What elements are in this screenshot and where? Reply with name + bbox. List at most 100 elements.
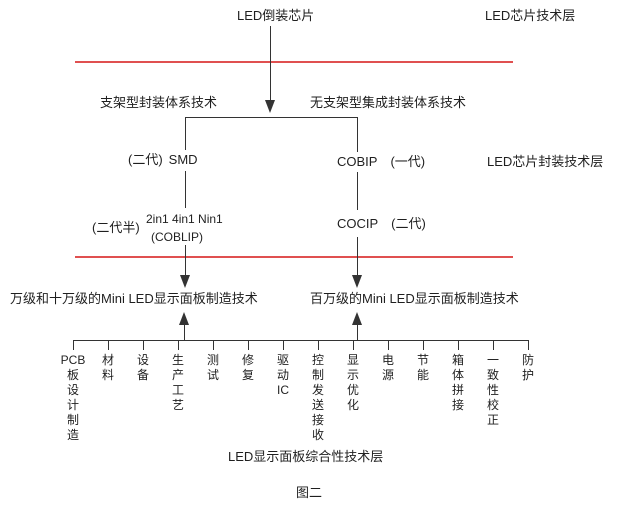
connector-up-right [357, 324, 358, 340]
tech-item-5: 修复 [228, 353, 268, 383]
tech-item-char: 工 [171, 383, 184, 397]
cobip-name-label: COBIP [337, 154, 378, 169]
tech-item-2: 设备 [123, 353, 163, 383]
tech-item-3: 生产工艺 [158, 353, 198, 413]
node-coblip: (COBLIP) [151, 230, 204, 244]
red-separator-line-1 [75, 61, 513, 63]
tech-item-char: 艺 [171, 398, 184, 412]
tech-item-char: 试 [206, 368, 219, 382]
connector-left-branch-2 [185, 171, 186, 208]
node-manufacturing-right: 百万级的Mini LED显示面板制造技术 [310, 291, 519, 306]
cocip-generation-label: (二代) [391, 216, 426, 231]
tech-item-char: 护 [521, 368, 534, 382]
connector-junction-horizontal [185, 117, 358, 118]
tech-item-13: 防护 [508, 353, 548, 383]
connector-left-branch-1 [185, 117, 186, 150]
tech-item-char: 制 [66, 413, 79, 427]
tech-item-char: 板 [66, 368, 79, 382]
down-arrow-icon [352, 275, 362, 288]
node-manufacturing-left: 万级和十万级的Mini LED显示面板制造技术 [10, 291, 258, 306]
tech-item-char: 拼 [451, 383, 464, 397]
tech-item-char: 节 [416, 353, 429, 367]
tech-item-10: 节能 [403, 353, 443, 383]
connector-left-branch-3 [185, 245, 186, 275]
tech-item-char: 电 [381, 353, 394, 367]
connector-right-branch-2 [357, 172, 358, 210]
comb-tick [423, 340, 424, 350]
tech-item-char: 设 [66, 383, 79, 397]
down-arrow-icon [265, 100, 275, 113]
tech-item-char: 驱 [276, 353, 289, 367]
down-arrow-icon [180, 275, 190, 288]
comb-tick [353, 340, 354, 350]
tech-item-char: 接 [311, 413, 324, 427]
tech-item-char: 控 [311, 353, 324, 367]
comb-tick [458, 340, 459, 350]
comb-horizontal-line [73, 340, 528, 341]
tech-item-char: 收 [311, 428, 324, 442]
tech-item-char: 备 [136, 368, 149, 382]
comb-tick [283, 340, 284, 350]
tech-item-12: 一致性校正 [473, 353, 513, 428]
up-arrow-icon [179, 312, 189, 325]
tech-item-4: 测试 [193, 353, 233, 383]
node-cobip: COBIP (一代) [337, 155, 425, 169]
tech-item-char: 发 [311, 383, 324, 397]
comb-tick [528, 340, 529, 350]
tech-item-9: 电源 [368, 353, 408, 383]
comb-tick [178, 340, 179, 350]
node-nin1: 2in1 4in1 Nin1 [146, 212, 223, 226]
tech-item-char: 箱 [451, 353, 464, 367]
comb-tick [73, 340, 74, 350]
tech-item-char: IC [277, 383, 289, 397]
smd-generation-label: (二代) [128, 152, 163, 167]
tech-item-char: 一 [486, 353, 499, 367]
smd-name-label: SMD [168, 152, 198, 167]
cobip-generation-label: (一代) [390, 154, 426, 169]
tech-item-char: 设 [136, 353, 149, 367]
label-generation-two-half: (二代半) [92, 220, 140, 235]
tech-item-char: 造 [66, 428, 79, 442]
tech-item-char: 体 [451, 368, 464, 382]
tech-item-char: 正 [486, 413, 499, 427]
layer-label-packaging: LED芯片封装技术层 [487, 154, 604, 169]
tech-item-char: 送 [311, 398, 324, 412]
tech-item-char: 生 [171, 353, 184, 367]
label-bracketless-packaging: 无支架型集成封装体系技术 [310, 95, 467, 110]
comb-tick [108, 340, 109, 350]
tech-item-char: 校 [486, 398, 499, 412]
comb-tick [248, 340, 249, 350]
node-led-flip-chip: LED倒装芯片 [237, 8, 315, 23]
tech-item-char: PCB [60, 353, 86, 367]
tech-item-char: 材 [101, 353, 114, 367]
layer-label-chip: LED芯片技术层 [485, 8, 576, 23]
tech-item-char: 显 [346, 353, 359, 367]
tech-item-11: 箱体拼接 [438, 353, 478, 413]
connector-right-branch-3 [357, 237, 358, 275]
up-arrow-icon [352, 312, 362, 325]
tech-item-char: 产 [171, 368, 184, 382]
comb-tick [388, 340, 389, 350]
tech-item-char: 料 [101, 368, 114, 382]
tech-item-char: 计 [66, 398, 79, 412]
connector-right-branch-1 [357, 117, 358, 152]
connector-up-left [184, 324, 185, 340]
tech-item-char: 测 [206, 353, 219, 367]
comb-tick [213, 340, 214, 350]
figure-caption: 图二 [296, 485, 323, 500]
tech-item-char: 致 [486, 368, 499, 382]
tech-item-char: 性 [486, 383, 499, 397]
tech-item-char: 化 [346, 398, 359, 412]
tech-item-char: 接 [451, 398, 464, 412]
tech-item-char: 修 [241, 353, 254, 367]
tech-item-7: 控制发送接收 [298, 353, 338, 443]
label-bracket-packaging: 支架型封装体系技术 [100, 95, 218, 110]
connector-root-down [270, 26, 271, 100]
tech-item-char: 示 [346, 368, 359, 382]
comb-tick [493, 340, 494, 350]
tech-item-char: 防 [521, 353, 534, 367]
tech-item-char: 优 [346, 383, 359, 397]
